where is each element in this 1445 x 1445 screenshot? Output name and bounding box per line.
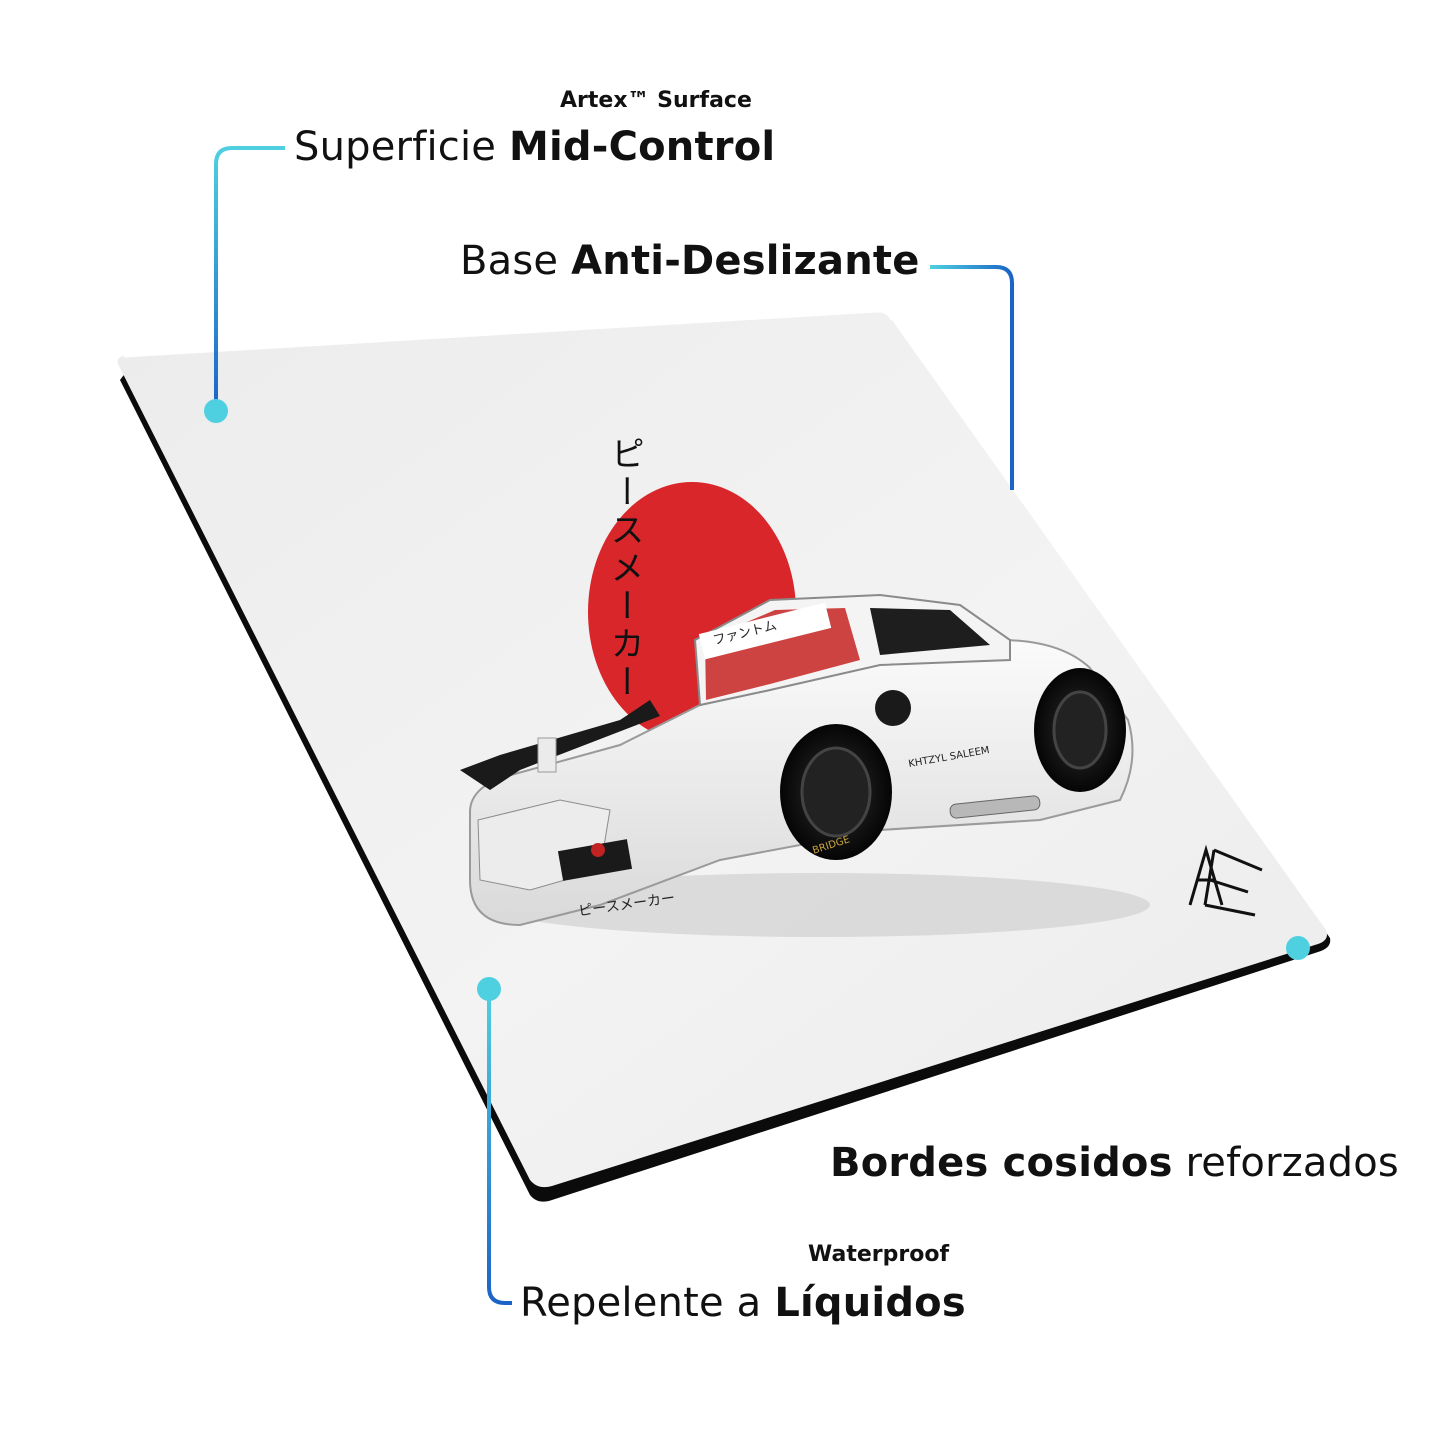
base-text: Base — [460, 238, 572, 284]
roof-banner — [698, 602, 832, 660]
mid-control-text: Mid-Control — [509, 124, 776, 170]
label-base: Base Anti-Deslizante — [460, 238, 920, 284]
repelente-text: Repelente a — [520, 1280, 775, 1326]
front-wheel — [1034, 668, 1126, 792]
door-badge — [875, 690, 911, 726]
superficie-text: Superficie — [294, 124, 510, 170]
car-side-window — [870, 608, 990, 655]
artwork-vertical-text: ピースメーカー — [604, 436, 644, 702]
car-ground-shadow — [490, 873, 1150, 937]
bordes-cosidos-text: Bordes cosidos — [830, 1140, 1173, 1186]
callout-surface — [204, 146, 285, 423]
callout-base — [930, 265, 1014, 490]
rear-wheel — [780, 724, 892, 860]
label-bordes: Bordes cosidos reforzados — [830, 1140, 1399, 1186]
callout-dot-icon — [477, 977, 501, 1001]
ae-logo-icon — [1188, 844, 1263, 917]
artex-text: Artex™ Surface — [560, 88, 752, 113]
callout-dot-icon — [204, 399, 228, 423]
waterproof-text: Waterproof — [808, 1242, 950, 1267]
exhaust-pipe — [949, 795, 1041, 819]
logo-text: AE — [1208, 922, 1209, 923]
label-waterproof: Waterproof — [808, 1242, 949, 1267]
callout-bordes — [1286, 936, 1310, 1138]
callout-liquidos — [477, 977, 512, 1305]
rear-grille — [557, 839, 633, 881]
callout-dot-icon — [1286, 936, 1310, 960]
wing-stand — [537, 737, 557, 773]
rear-wing — [460, 700, 660, 790]
liquidos-text: Líquidos — [774, 1280, 966, 1326]
label-superficie: Superficie Mid-Control — [294, 124, 775, 170]
reforzados-text: reforzados — [1172, 1140, 1399, 1186]
car-illustration — [460, 593, 1150, 937]
pad-edge-highlight — [123, 309, 894, 358]
rear-tow-hook — [591, 843, 605, 857]
label-artex-surface: Artex™ Surface — [560, 88, 752, 113]
label-repelente: Repelente a Líquidos — [520, 1280, 966, 1326]
anti-deslizante-text: Anti-Deslizante — [571, 238, 920, 284]
